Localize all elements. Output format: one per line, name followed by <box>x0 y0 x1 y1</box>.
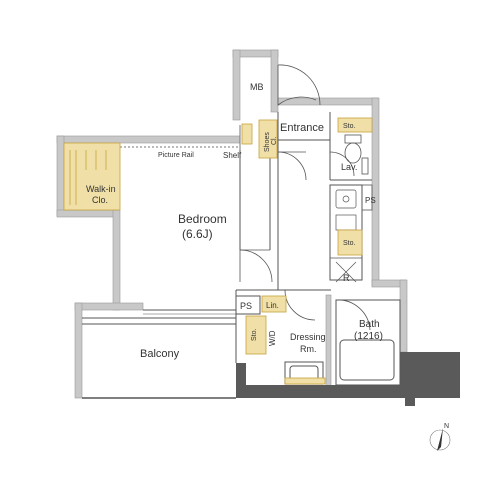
entrance-storage <box>337 117 373 133</box>
label-bath: Bath <box>359 319 380 330</box>
label-entrance: Entrance <box>280 122 324 134</box>
storage-areas <box>63 117 373 385</box>
ps-box <box>361 184 373 211</box>
shelf-block <box>241 123 253 145</box>
north-arrow: N <box>429 423 451 451</box>
closet-hatch <box>69 150 107 205</box>
label-dressing: Dressing <box>290 332 326 342</box>
north-label: N <box>444 423 449 430</box>
label-sto-entrance: Sto. <box>343 123 356 130</box>
label-sto-wd: Sto. <box>251 328 258 341</box>
dressing-shelf <box>284 377 326 385</box>
toilet <box>344 134 369 175</box>
label-bedroom: Bedroom <box>178 212 227 226</box>
label-lav: Lav. <box>341 162 357 172</box>
label-shoes-cl: Cl. <box>271 136 278 145</box>
label-ps-bottom: PS <box>240 301 252 311</box>
label-wd: W/D <box>268 330 277 346</box>
label-walkin-2: Clo. <box>92 195 108 205</box>
label-mb: MB <box>250 82 264 92</box>
label-shoes: Shoes <box>264 132 271 152</box>
kitchen-storage <box>337 229 363 256</box>
label-bedroom-size: (6.6J) <box>182 227 213 241</box>
label-walkin-1: Walk-in <box>86 184 116 194</box>
label-ps-right: PS <box>365 196 376 205</box>
interior-lines <box>82 112 401 399</box>
label-bath-size: (1216) <box>354 331 383 342</box>
label-sto-kitchen: Sto. <box>343 240 356 247</box>
label-picture-rail: Picture Rail <box>158 152 194 159</box>
linen-storage <box>261 295 287 313</box>
label-dressing-rm: Rm. <box>300 344 317 354</box>
shoes-closet <box>258 119 278 159</box>
door-swings <box>239 64 371 331</box>
dark-walls <box>236 352 460 406</box>
wd-storage <box>245 315 267 355</box>
walk-in-closet <box>63 142 121 211</box>
label-shelf: Shelf <box>223 151 242 160</box>
label-balcony: Balcony <box>140 348 180 360</box>
label-r: R <box>343 273 350 283</box>
label-lin: Lin. <box>266 301 279 310</box>
walls <box>56 49 408 399</box>
